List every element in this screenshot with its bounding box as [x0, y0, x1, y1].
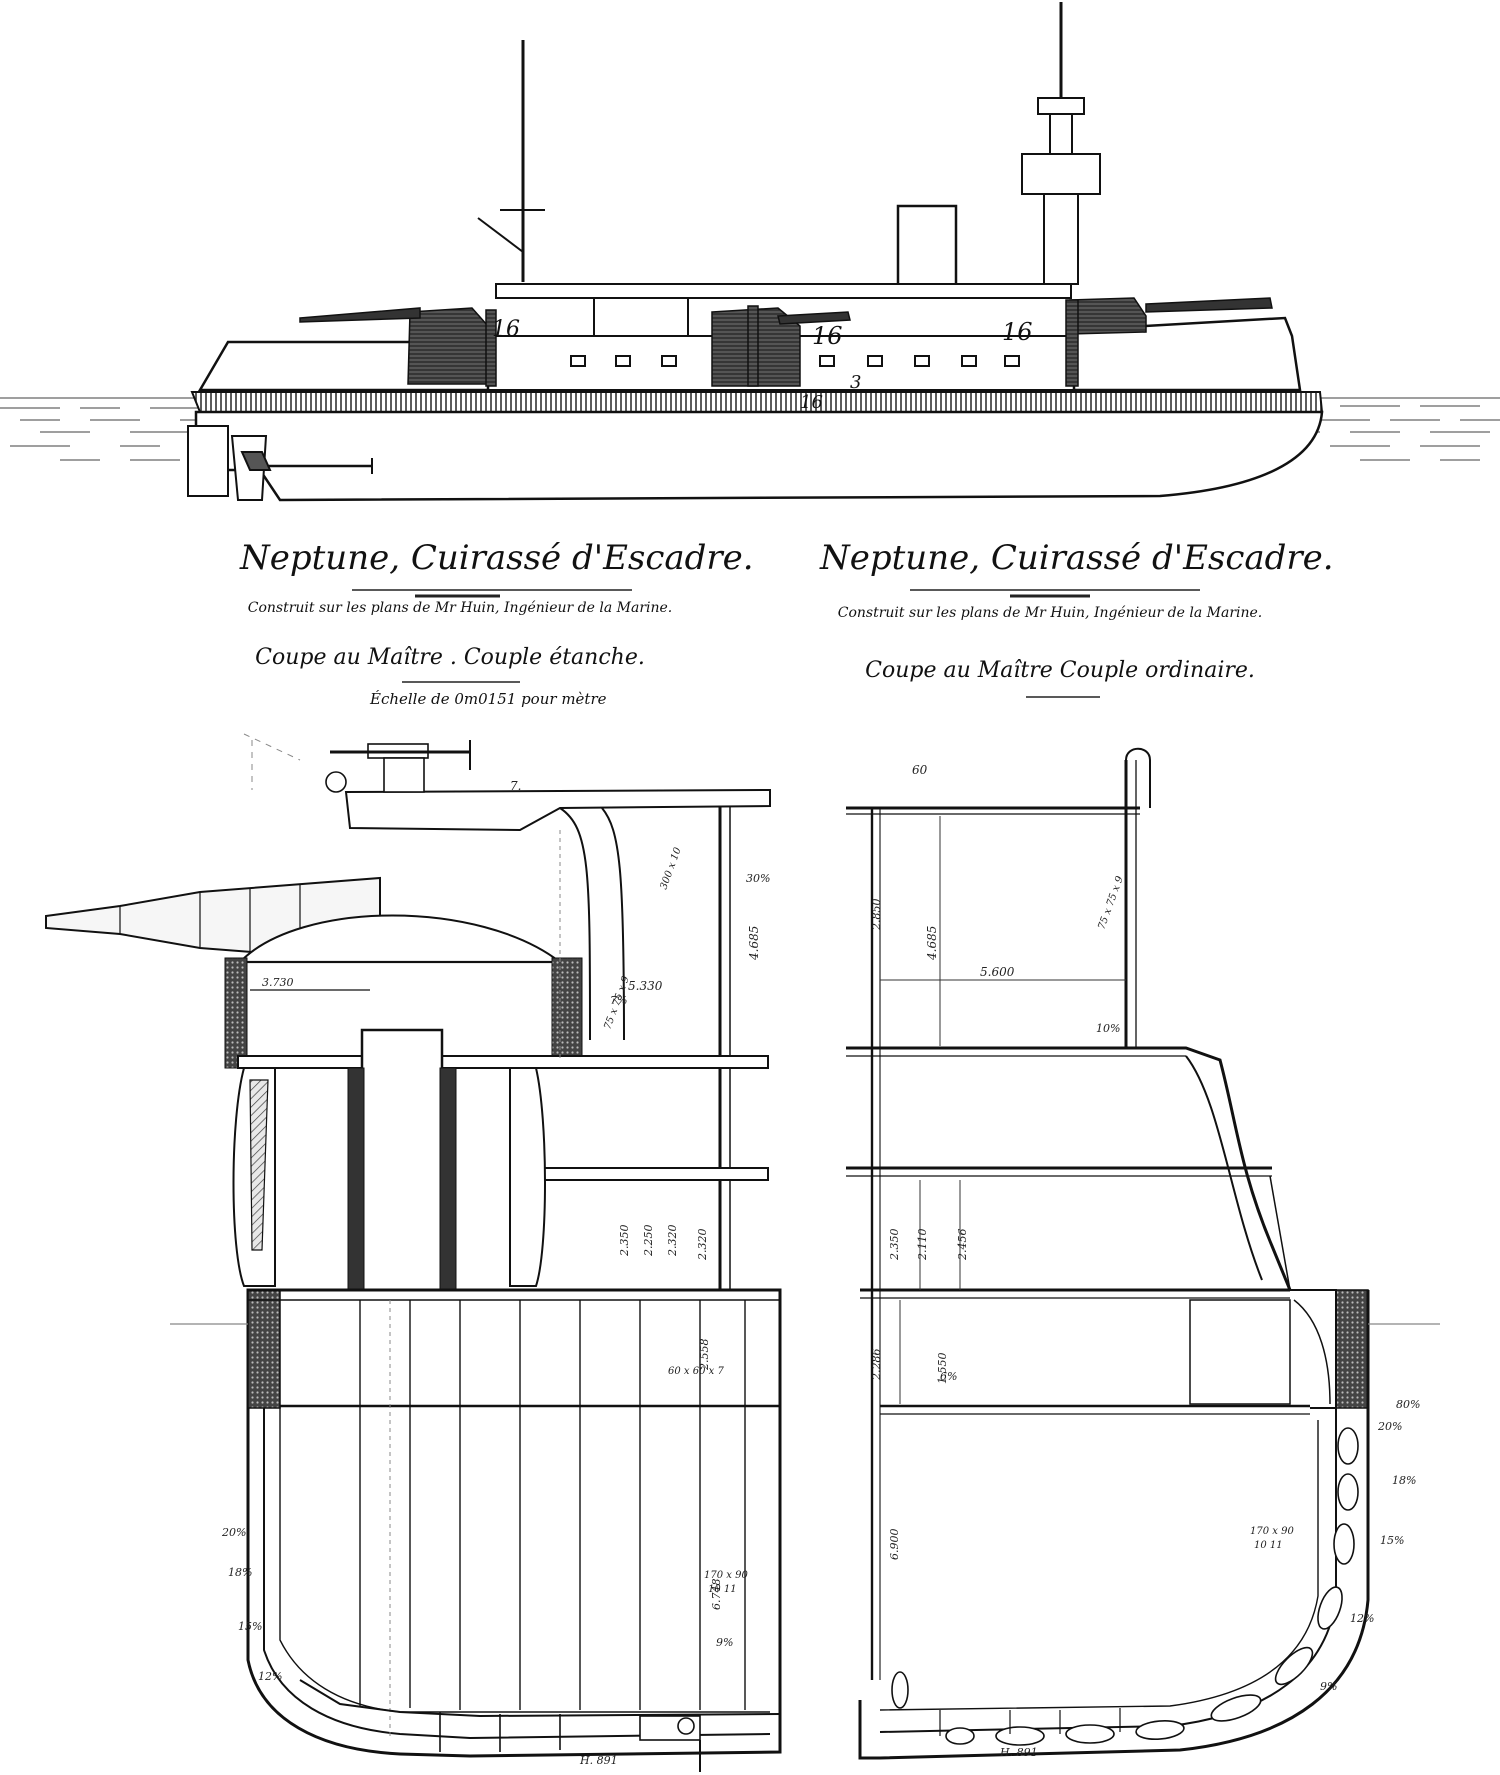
- right-frame-b: 10 11: [1254, 1540, 1283, 1551]
- belt-label: 16: [800, 392, 823, 413]
- left-pct-g: 9%: [716, 1636, 733, 1649]
- right-dim-e: 2.286: [870, 1349, 883, 1382]
- armor-label-c: 16: [1002, 318, 1033, 346]
- right-caption-section: Coupe au Maître Couple ordinaire.: [865, 658, 1255, 683]
- right-dim-d: 6.900: [888, 1529, 901, 1561]
- armor-label-b: 16: [812, 322, 843, 350]
- fore-mast: [477, 40, 545, 282]
- left-section: [45, 733, 782, 1772]
- flying-deck: [495, 283, 1072, 342]
- right-frame-a: 170 x 90: [1250, 1526, 1294, 1537]
- right-section-labels: 5.600 4.685 1.550 2.350 2.110 2.456 6.90…: [870, 763, 1420, 1759]
- right-pct-a: 10%: [1096, 1022, 1120, 1035]
- left-pct-e: 15%: [238, 1620, 262, 1633]
- right-pct-h: 80%: [1396, 1398, 1420, 1411]
- left-dim-b: 2.250: [642, 1225, 655, 1258]
- right-dim-a: 2.350: [888, 1229, 901, 1262]
- left-dim-d: 2.320: [696, 1229, 709, 1262]
- left-plate-a: 300 x 10: [658, 845, 684, 891]
- left-pct-d: 18%: [228, 1566, 252, 1579]
- right-beam-a: 75 x 75 x 9: [1096, 874, 1126, 931]
- ship-profile: 16 16 16 3 16: [0, 2, 1500, 502]
- left-armor-belt: [247, 1289, 281, 1409]
- bridge-gun: [325, 740, 471, 793]
- right-caption-title: Neptune, Cuirassé d'Escadre.: [820, 538, 1334, 578]
- left-turret-width: 3.730: [262, 976, 294, 989]
- right-dim-c: 2.456: [956, 1229, 969, 1262]
- left-frame-a: 170 x 90: [704, 1570, 748, 1581]
- stern-gear: [187, 425, 373, 501]
- belt-armor: [190, 391, 1324, 413]
- armor-label-a: 16: [492, 317, 520, 342]
- right-pct-f: 9%: [1320, 1680, 1337, 1693]
- lightening-holes: [891, 1427, 1359, 1746]
- right-hull-shell: [858, 1290, 1370, 1760]
- left-dim-f: 2.558: [698, 1339, 711, 1372]
- turrets: [299, 297, 1273, 387]
- left-gun-mark: 7.: [510, 779, 521, 793]
- right-pct-c: 18%: [1392, 1474, 1416, 1487]
- turret-cupola: [237, 914, 563, 963]
- caption-underlines: [352, 589, 1200, 698]
- right-section: [846, 747, 1370, 1760]
- right-keel: H. 891: [999, 1746, 1038, 1759]
- left-caption-subtitle: Construit sur les plans de Mr Huin, Ingé…: [247, 600, 673, 616]
- right-dim-b: 2.110: [916, 1229, 929, 1262]
- turret-trunk: [360, 1028, 444, 1302]
- left-caption-title: Neptune, Cuirassé d'Escadre.: [240, 538, 754, 578]
- right-dim-f: 2.850: [870, 899, 883, 932]
- left-pct-c: 20%: [221, 1526, 246, 1539]
- right-pct-g: 6%: [940, 1370, 957, 1383]
- casemate-label: 3: [850, 372, 861, 393]
- right-deck-width: 5.600: [980, 965, 1015, 979]
- right-height-upper: 4.685: [925, 926, 939, 961]
- left-dim-e: 6.748: [710, 1579, 723, 1611]
- right-pct-d: 15%: [1380, 1534, 1404, 1547]
- left-dim-c: 2.320: [666, 1225, 679, 1258]
- left-dim-a: 2.350: [618, 1225, 631, 1258]
- left-caption-section: Coupe au Maître . Couple étanche.: [255, 645, 645, 670]
- left-pct-b: 30%: [746, 872, 770, 885]
- right-pct-b: 20%: [1377, 1420, 1402, 1433]
- right-pct-e: 12%: [1350, 1612, 1374, 1625]
- right-armor-belt: [1335, 1289, 1369, 1409]
- left-height-upper: 4.685: [747, 926, 761, 961]
- left-pct-f: 12%: [258, 1670, 282, 1683]
- portholes: [570, 355, 1020, 367]
- right-caption-subtitle: Construit sur les plans de Mr Huin, Ingé…: [837, 605, 1263, 621]
- main-mast: [1021, 2, 1101, 285]
- left-pct-a: 7%: [610, 994, 627, 1007]
- left-deck-width: 5.330: [628, 979, 663, 993]
- left-caption-scale: Échelle de 0m0151 pour mètre: [370, 690, 607, 708]
- right-top-mark: 60: [912, 763, 928, 777]
- right-height-lower: 1.550: [936, 1353, 949, 1385]
- left-frame-b: 10 11: [708, 1584, 737, 1595]
- hull-lower: [194, 410, 1324, 502]
- left-keel: H. 891: [579, 1754, 618, 1767]
- funnel: [896, 204, 958, 288]
- left-angle-a: 60 x 60 x 7: [668, 1366, 724, 1377]
